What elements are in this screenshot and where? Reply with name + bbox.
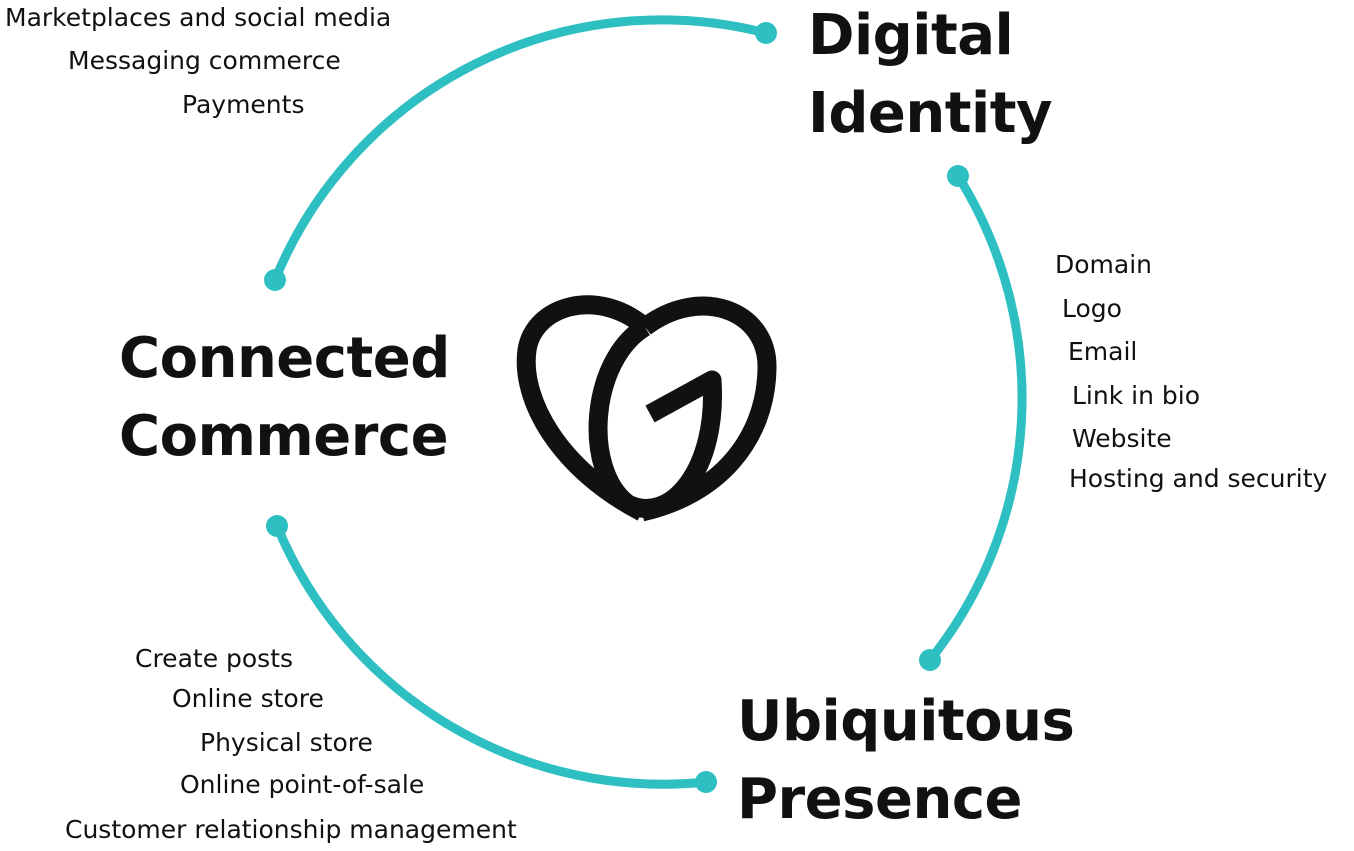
heading-connected-commerce: Connected Commerce (119, 320, 450, 476)
arc-endpoint-dot (264, 269, 286, 291)
arc-commerce-to-identity (270, 15, 771, 285)
heading-line: Commerce (119, 404, 449, 469)
item-link-in-bio: Link in bio (1072, 381, 1200, 410)
heading-line: Identity (808, 81, 1053, 146)
item-create-posts: Create posts (135, 644, 294, 673)
arc-endpoint-dot (947, 165, 969, 187)
item-marketplaces-and-social-media: Marketplaces and social media (5, 3, 392, 32)
arc-endpoint-dot (919, 649, 941, 671)
arc-identity-to-presence (925, 171, 1027, 665)
item-messaging-commerce: Messaging commerce (68, 46, 341, 75)
item-customer-relationship-management: Customer relationship management (65, 815, 517, 844)
item-hosting-and-security: Hosting and security (1069, 464, 1328, 493)
heading-line: Digital (808, 3, 1014, 68)
heading-line: Presence (737, 767, 1023, 832)
item-website: Website (1072, 424, 1172, 453)
arc-endpoint-dot (266, 515, 288, 537)
heading-line: Ubiquitous (737, 689, 1075, 754)
item-online-store: Online store (172, 684, 324, 713)
item-email: Email (1068, 337, 1138, 366)
item-logo: Logo (1062, 294, 1122, 323)
heart-g-logo-icon (516, 295, 777, 522)
item-payments: Payments (182, 90, 305, 119)
arc-endpoint-dot (755, 22, 777, 44)
arc-presence-to-commerce (272, 521, 711, 789)
heading-digital-identity: Digital Identity (808, 0, 1053, 153)
heading-line: Connected (119, 326, 450, 391)
item-online-point-of-sale: Online point-of-sale (180, 770, 425, 799)
arc-endpoint-dot (695, 771, 717, 793)
heading-ubiquitous-presence: Ubiquitous Presence (737, 683, 1075, 839)
item-physical-store: Physical store (200, 728, 373, 757)
item-domain: Domain (1055, 250, 1153, 279)
